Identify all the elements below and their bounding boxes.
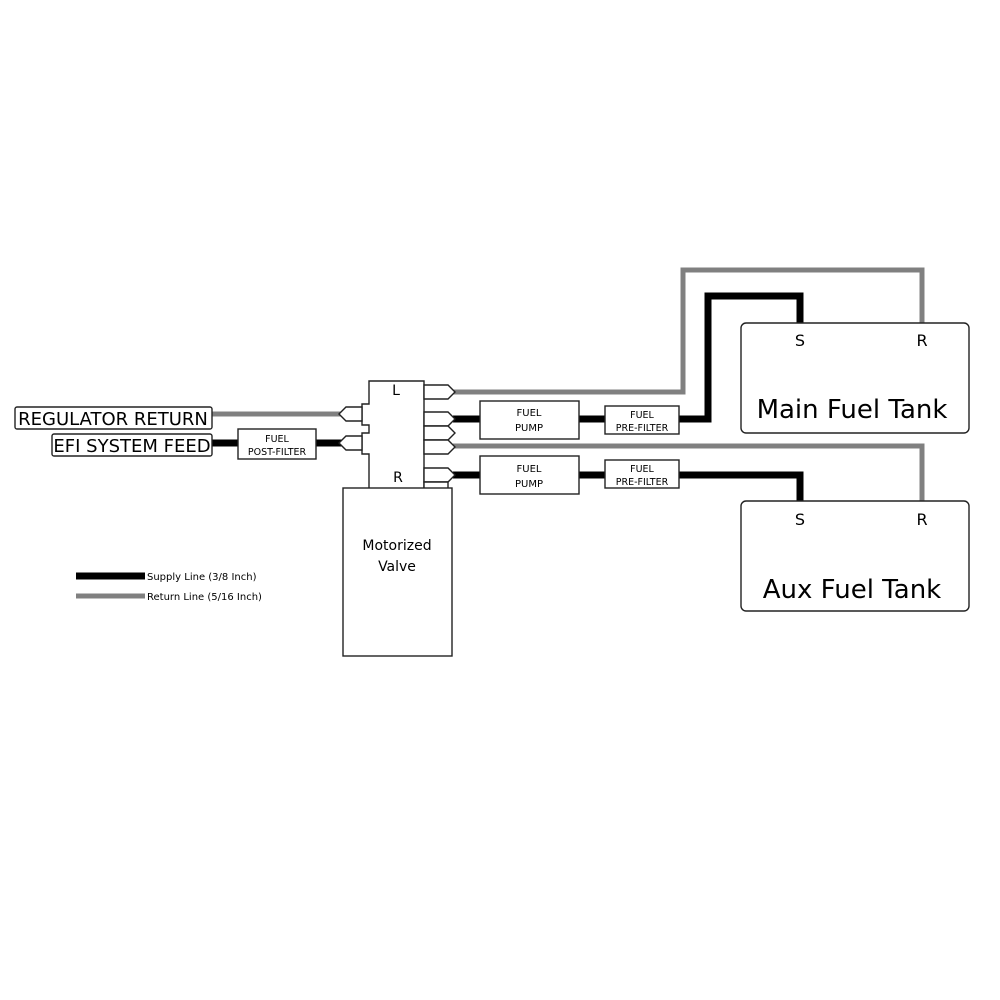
efi-system-feed-box	[51, 433, 213, 457]
legend-return-label: Return Line (5/16 Inch)	[147, 592, 262, 603]
aux-pre-filter-label-1: FUEL	[630, 464, 654, 475]
regulator-return-label: REGULATOR RETURN	[18, 409, 208, 430]
aux-fuel-pump-label-1: FUEL	[517, 464, 542, 475]
port-main-return	[423, 384, 456, 400]
main-pre-filter-box	[604, 405, 680, 435]
motorized-valve-label-1: Motorized	[362, 538, 431, 554]
regulator-return-box	[14, 406, 213, 430]
main-fuel-tank-label: Main Fuel Tank	[757, 395, 948, 425]
aux-fuel-tank-label: Aux Fuel Tank	[763, 575, 941, 605]
port-unused	[423, 425, 456, 441]
efi-system-feed-label: EFI SYSTEM FEED	[53, 436, 210, 457]
aux-pre-filter-label-2: PRE-FILTER	[616, 477, 669, 488]
aux-fuel-tank-box	[740, 500, 970, 612]
return-line-main-tank	[453, 267, 925, 395]
aux-fuel-pump-box	[479, 455, 580, 495]
motorized-valve-box	[342, 487, 453, 657]
fuel-post-filter-label-1: FUEL	[265, 434, 289, 445]
port-regulator-return	[338, 406, 363, 422]
supply-lines	[212, 292, 804, 501]
valve-left-label: L	[392, 383, 400, 399]
port-aux-supply	[423, 467, 456, 483]
main-fuel-pump-label-1: FUEL	[517, 408, 542, 419]
aux-pre-filter-box	[604, 459, 680, 489]
main-pre-filter-label-2: PRE-FILTER	[616, 423, 669, 434]
main-tank-return-port: R	[916, 331, 927, 350]
main-fuel-pump-box	[479, 400, 580, 440]
legend-supply-label: Supply Line (3/8 Inch)	[147, 572, 257, 583]
valve-right-label: R	[393, 470, 403, 486]
return-lines	[212, 267, 925, 501]
main-pre-filter-label-1: FUEL	[630, 410, 654, 421]
valve-head	[338, 380, 456, 491]
motorized-valve-label-2: Valve	[378, 559, 416, 575]
main-tank-supply-port: S	[795, 331, 805, 350]
port-aux-return	[423, 439, 456, 455]
fuel-post-filter-box	[237, 428, 317, 460]
fuel-post-filter-label-2: POST-FILTER	[248, 447, 307, 458]
aux-tank-return-port: R	[916, 510, 927, 529]
main-fuel-pump-label-2: PUMP	[515, 423, 543, 434]
aux-fuel-pump-label-2: PUMP	[515, 479, 543, 490]
port-efi-feed	[338, 435, 363, 451]
return-line-aux-tank	[453, 443, 925, 501]
aux-tank-supply-port: S	[795, 510, 805, 529]
legend: Supply Line (3/8 Inch) Return Line (5/16…	[76, 572, 262, 603]
main-fuel-tank-box	[740, 322, 970, 434]
port-main-supply	[423, 411, 456, 427]
supply-line-main-tank	[679, 292, 804, 423]
supply-line-aux-tank	[679, 471, 804, 501]
